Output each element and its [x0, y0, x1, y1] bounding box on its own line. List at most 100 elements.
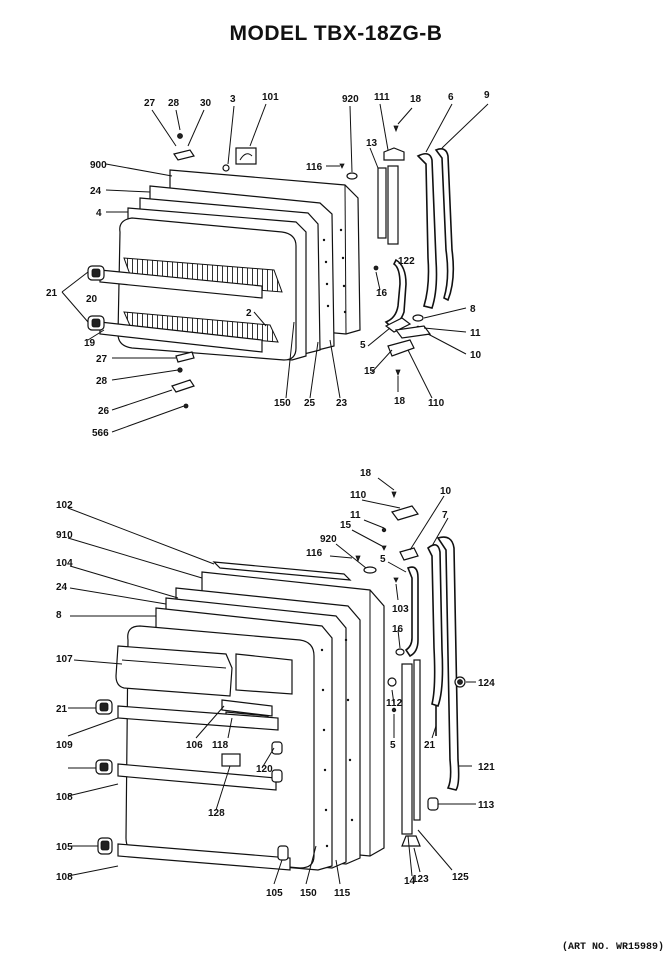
fresh-food-callout-125: 125 — [452, 872, 469, 883]
freezer-callout-28: 28 — [96, 376, 108, 387]
fresh-food-callout-121: 121 — [478, 762, 495, 773]
fresh-food-callout-103: 103 — [392, 604, 409, 615]
door-stop-123 — [401, 835, 421, 847]
freezer-callout-9: 9 — [484, 90, 490, 101]
fresh-food-callout-108: 108 — [56, 792, 73, 803]
freezer-callout-23: 23 — [336, 398, 348, 409]
fresh-food-callout-105: 105 — [266, 888, 283, 899]
freezer-callout-566: 566 — [92, 428, 109, 439]
fresh-food-handle-7 — [426, 544, 444, 708]
art-number: (ART NO. WR15989) — [561, 942, 664, 953]
fresh-food-callout-24: 24 — [56, 582, 68, 593]
fresh-food-callout-16: 16 — [392, 624, 404, 635]
freezer-callout-900: 900 — [90, 160, 107, 171]
fresh-food-callout-120: 120 — [256, 764, 273, 775]
freezer-shelf-lower — [123, 311, 279, 343]
model-title: MODEL TBX-18ZG-B — [229, 22, 443, 45]
fresh-food-callout-5: 5 — [390, 740, 396, 751]
fresh-food-callout-104: 104 — [56, 558, 73, 569]
fresh-food-callout-7: 7 — [442, 510, 448, 521]
fresh-food-callout-108: 108 — [56, 872, 73, 883]
freezer-callout-11: 11 — [470, 328, 481, 339]
shelf-retainer-128 — [221, 753, 241, 767]
fresh-food-callout-113: 113 — [478, 800, 495, 811]
freezer-callout-16: 16 — [376, 288, 388, 299]
freezer-leader-lines — [61, 103, 489, 433]
fresh-food-callout-107: 107 — [56, 654, 73, 665]
freezer-callout-110: 110 — [428, 398, 445, 409]
freezer-callout-18: 18 — [394, 396, 406, 407]
freezer-callout-25: 25 — [304, 398, 316, 409]
hinge-cover-111 — [383, 147, 405, 161]
freezer-callout-116: 116 — [306, 162, 323, 173]
freezer-callout-2: 2 — [246, 308, 252, 319]
butter-compartment-106 — [221, 699, 273, 717]
freezer-callout-27: 27 — [144, 98, 156, 109]
top-hinge-110 — [391, 505, 419, 521]
door-shelf-108-upper — [117, 763, 277, 791]
fresh-food-callout-11: 11 — [350, 510, 361, 521]
handle-cover-121 — [436, 536, 460, 791]
fresh-food-callout-150: 150 — [300, 888, 317, 899]
hinge-pin-cover-113 — [427, 797, 439, 811]
nameplate-101 — [235, 147, 257, 165]
fresh-food-callout-102: 102 — [56, 500, 73, 511]
fresh-food-callout-115: 115 — [334, 888, 351, 899]
freezer-callout-4: 4 — [96, 208, 102, 219]
fresh-food-callout-105: 105 — [56, 842, 73, 853]
freezer-callout-15: 15 — [364, 366, 376, 377]
fresh-food-leader-lines — [67, 477, 476, 885]
handle-frame-5 — [404, 566, 419, 658]
freezer-callout-3: 3 — [230, 94, 236, 105]
fresh-food-callout-118: 118 — [212, 740, 229, 751]
fresh-food-callout-920: 920 — [320, 534, 337, 545]
top-trim-102 — [212, 561, 352, 581]
freezer-callout-920: 920 — [342, 94, 359, 105]
handle-mount-bracket — [173, 149, 195, 161]
bottom-hinge-10 — [394, 325, 432, 339]
freezer-callout-21: 21 — [46, 288, 58, 299]
freezer-callout-101: 101 — [262, 92, 279, 103]
freezer-callout-18: 18 — [410, 94, 422, 105]
hinge-strip-13 — [377, 167, 387, 239]
freezer-callout-27: 27 — [96, 354, 108, 365]
fresh-food-callout-8: 8 — [56, 610, 62, 621]
freezer-callout-19: 19 — [84, 338, 96, 349]
handle-frame-122 — [387, 165, 399, 245]
fresh-food-callout-109: 109 — [56, 740, 73, 751]
freezer-callout-6: 6 — [448, 92, 454, 103]
door-shelf-108-lower — [117, 843, 291, 871]
fresh-food-callout-18: 18 — [360, 468, 372, 479]
freezer-callout-28: 28 — [168, 98, 180, 109]
freezer-callout-30: 30 — [200, 98, 212, 109]
hinge-strip-14 — [401, 663, 413, 835]
fresh-food-callout-123: 123 — [412, 874, 429, 885]
fresh-food-callout-21: 21 — [56, 704, 68, 715]
handle-trim-9 — [434, 148, 455, 302]
fresh-food-callout-124: 124 — [478, 678, 495, 689]
freezer-callout-26: 26 — [98, 406, 110, 417]
freezer-callout-13: 13 — [366, 138, 378, 149]
fresh-food-callout-15: 15 — [340, 520, 352, 531]
fresh-food-callout-110: 110 — [350, 490, 367, 501]
fresh-food-callout-14: 14 — [404, 876, 416, 887]
fresh-food-callout-5: 5 — [380, 554, 386, 565]
dairy-compartment-door-107 — [115, 645, 233, 697]
freezer-door-assembly — [87, 125, 455, 409]
freezer-callout-24: 24 — [90, 186, 102, 197]
bottom-hinge-110 — [387, 339, 415, 357]
freezer-handle-6 — [416, 152, 438, 309]
freezer-callout-10: 10 — [470, 350, 482, 361]
fresh-food-callout-21: 21 — [424, 740, 436, 751]
dairy-compartment-door-right — [235, 653, 293, 695]
freezer-callout-20: 20 — [86, 294, 98, 305]
freezer-callout-122: 122 — [398, 256, 415, 267]
freezer-callout-8: 8 — [470, 304, 476, 315]
fresh-food-callout-116: 116 — [306, 548, 323, 559]
handle-strip-112 — [413, 659, 421, 821]
freezer-callout-150: 150 — [274, 398, 291, 409]
